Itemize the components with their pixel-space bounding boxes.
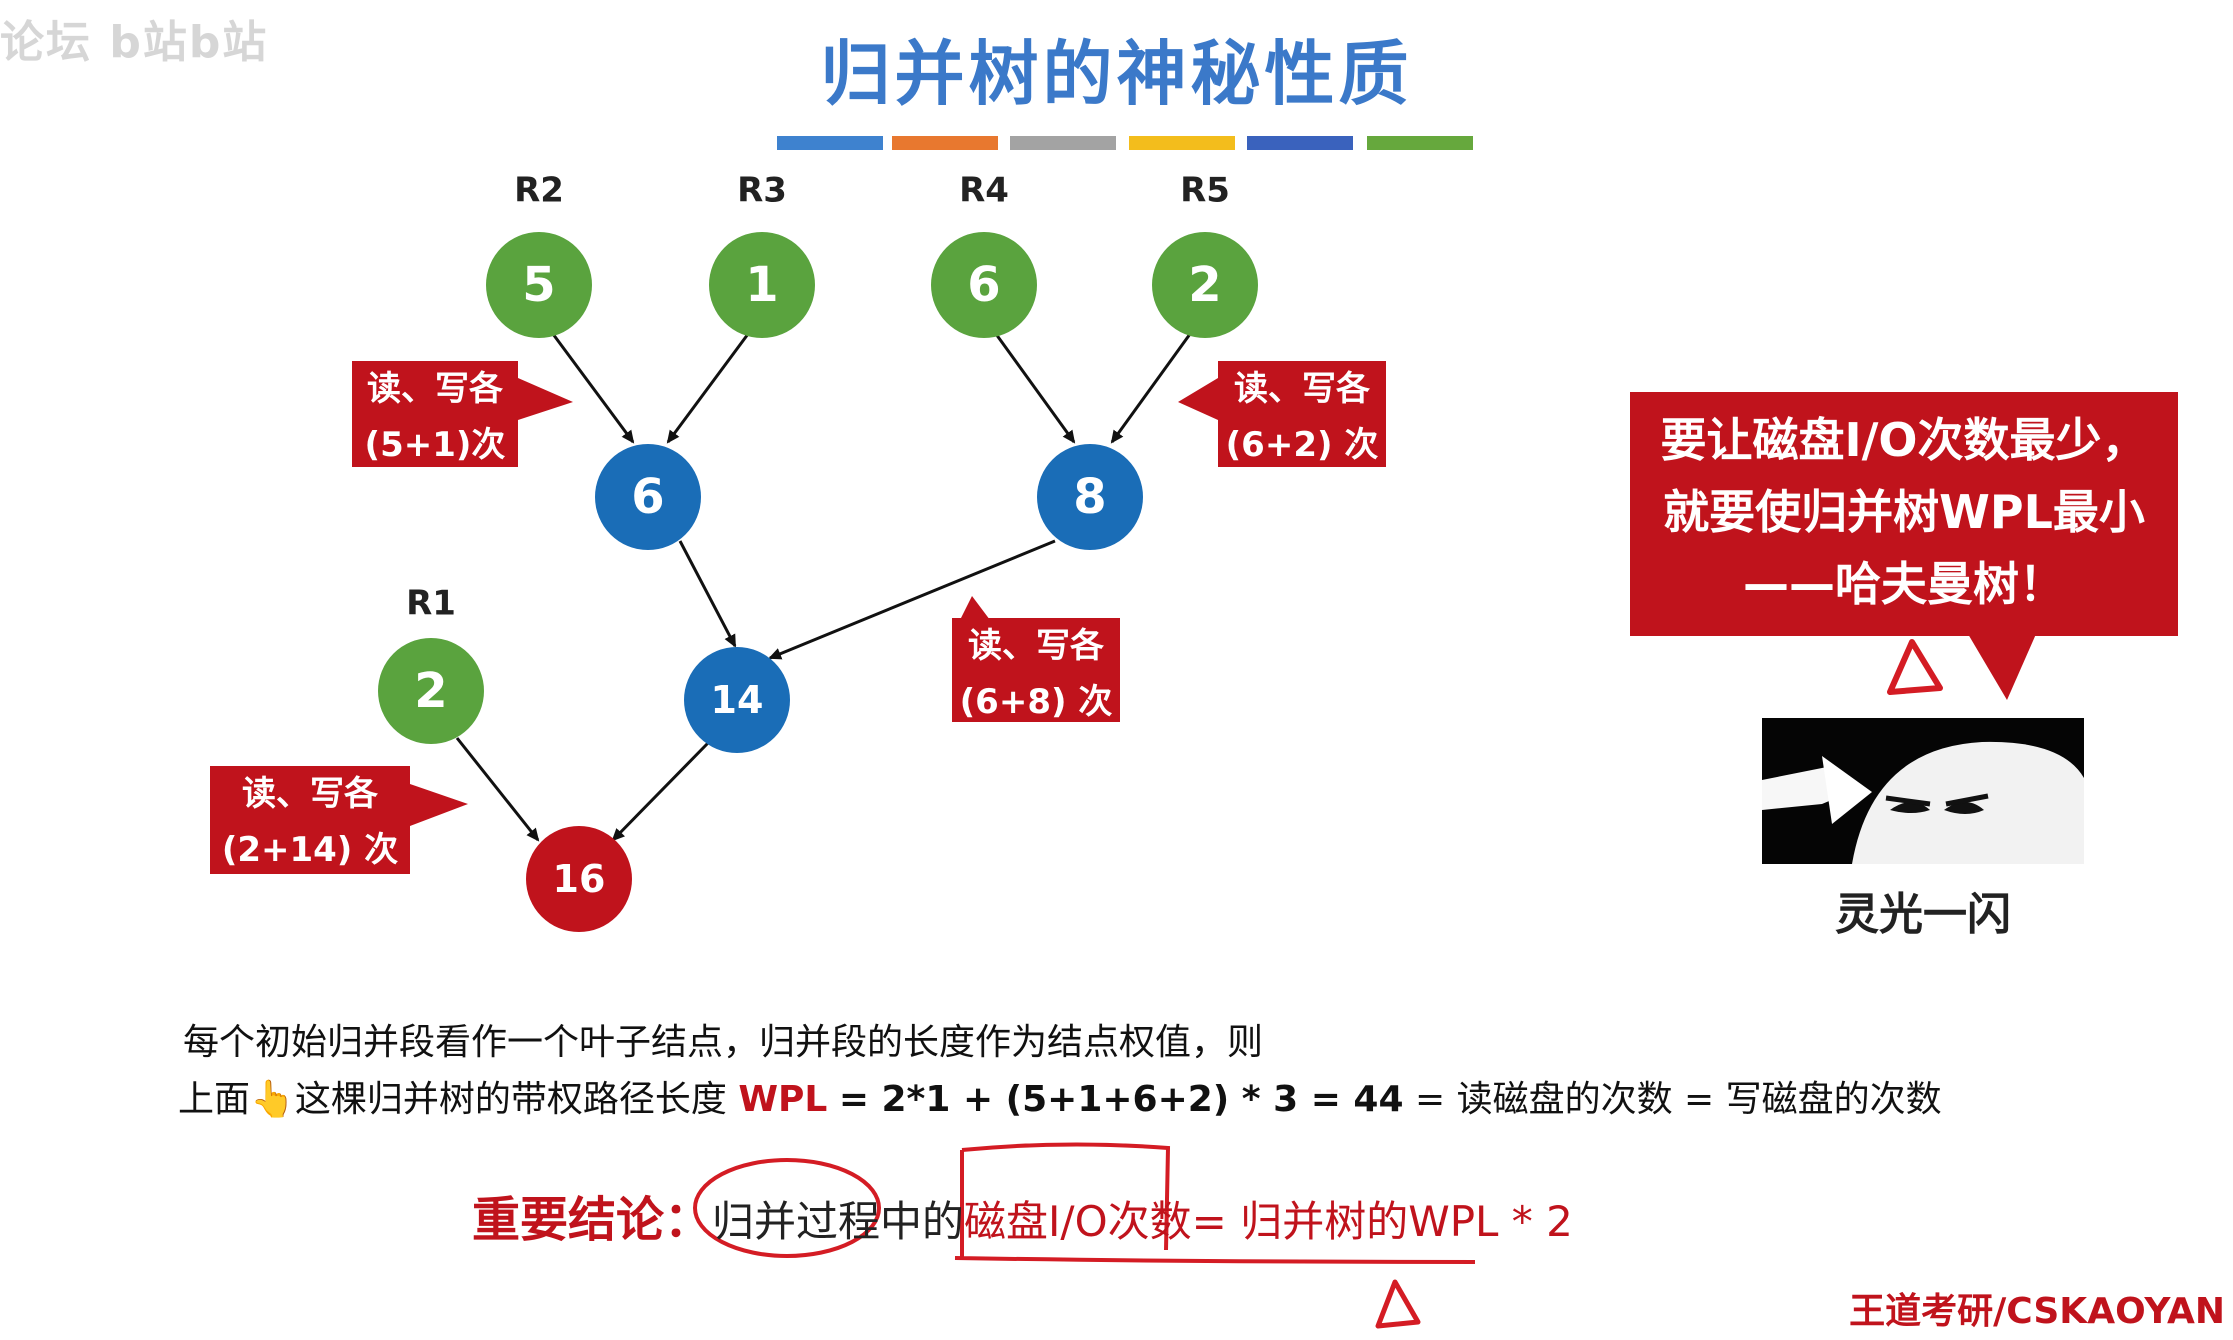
callout-c-pointer: [960, 596, 990, 620]
inspiration-caption: 灵光一闪: [1835, 889, 2011, 940]
huffman-callout-line3: ——哈夫曼树！: [1743, 557, 2065, 611]
hand-drawn-small-triangle-icon: [1375, 1279, 1421, 1329]
page-title: 归并树的神秘性质: [820, 33, 1413, 115]
callout-b-line1: 读、写各: [1234, 369, 1370, 409]
stripe-6: [1367, 136, 1473, 150]
callout-a: 读、写各 (5+1)次: [352, 361, 518, 467]
explanation-line-2: 上面👆这棵归并树的带权路径长度 WPL = 2*1 + (5+1+6+2) * …: [178, 1070, 1942, 1122]
edge-r2-merge-a: [551, 333, 635, 444]
leaf-node-r2: 5: [486, 232, 592, 338]
stripe-2: [892, 136, 998, 150]
edge-merge-c-root: [611, 741, 710, 842]
leaf-node-r1: 2: [378, 638, 484, 744]
explanation-tail: = 读磁盘的次数 = 写磁盘的次数: [1414, 1079, 1942, 1120]
conclusion-label: 重要结论: [472, 1192, 665, 1248]
stripe-1: [777, 136, 883, 150]
huffman-callout-line1: 要让磁盘I/O次数最少，: [1660, 413, 2148, 467]
internal-node-merge-a: 6: [595, 444, 701, 550]
callout-c-line2: (6+8) 次: [959, 682, 1113, 722]
edge-r4-merge-b: [994, 333, 1076, 444]
inspiration-image: [1762, 718, 2084, 864]
stripe-5: [1247, 136, 1353, 150]
huffman-callout-line2: 就要使归并树WPL最小: [1663, 485, 2145, 539]
callout-d-line1: 读、写各: [242, 774, 378, 814]
callout-c-line1: 读、写各: [968, 626, 1104, 666]
conclusion-colon: ：: [664, 1192, 713, 1248]
run-label-r5: R5: [1180, 171, 1230, 211]
edge-r1-root: [455, 737, 540, 842]
wpl-label: WPL: [738, 1079, 828, 1120]
edge-r5-merge-b: [1110, 333, 1192, 444]
internal-node-merge-c: 14: [684, 647, 790, 753]
internal-node-merge-a-value: 6: [631, 469, 664, 525]
footer-brand: 王道考研/CSKAOYAN: [1849, 1291, 2225, 1332]
leaf-node-r2-value: 5: [522, 257, 555, 313]
callout-a-pointer: [518, 378, 573, 420]
internal-node-merge-b: 8: [1037, 444, 1143, 550]
callout-a-line1: 读、写各: [367, 369, 503, 409]
callout-b-line2: (6+2) 次: [1225, 425, 1379, 465]
root-node-value: 16: [553, 857, 606, 901]
stripe-3: [1010, 136, 1116, 150]
edge-r3-merge-a: [666, 333, 750, 444]
edge-merge-a-merge-c: [678, 540, 737, 648]
callout-d-pointer: [410, 784, 468, 826]
run-label-r1: R1: [406, 584, 456, 624]
conclusion-part1: 归并过程中的: [712, 1197, 965, 1246]
huffman-callout: 要让磁盘I/O次数最少， 就要使归并树WPL最小 ——哈夫曼树！: [1630, 392, 2178, 636]
root-node: 16: [526, 826, 632, 932]
leaf-node-r3: 1: [709, 232, 815, 338]
callout-d-line2: (2+14) 次: [221, 830, 399, 870]
leaf-node-r5-value: 2: [1188, 257, 1221, 313]
leaf-node-r3-value: 1: [745, 257, 778, 313]
run-label-r3: R3: [737, 171, 787, 211]
callout-b: 读、写各 (6+2) 次: [1218, 361, 1386, 467]
conclusion-part2: 磁盘I/O次数: [964, 1197, 1192, 1246]
callout-c: 读、写各 (6+8) 次: [952, 618, 1120, 722]
explanation-prefix: 上面: [178, 1079, 251, 1120]
hand-drawn-triangle-icon: [1887, 639, 1943, 695]
title-color-stripes: [777, 136, 1477, 150]
run-label-r2: R2: [514, 171, 564, 211]
callout-b-pointer: [1178, 378, 1218, 420]
leaf-node-r1-value: 2: [414, 663, 447, 719]
big-callout-pointer: [1968, 634, 2036, 700]
leaf-node-r4: 6: [931, 232, 1037, 338]
stripe-4: [1129, 136, 1235, 150]
pointing-up-icon: 👆: [250, 1079, 295, 1120]
leaf-node-r4-value: 6: [967, 257, 1000, 313]
leaf-node-r5: 2: [1152, 232, 1258, 338]
run-label-r4: R4: [959, 171, 1009, 211]
inspiration-image-illustration: [1762, 718, 2084, 864]
callout-a-line2: (5+1)次: [364, 425, 506, 465]
hand-drawn-box-disk-io: [954, 1142, 1476, 1264]
internal-node-merge-b-value: 8: [1073, 469, 1106, 525]
watermark: 论坛 b站b站: [0, 17, 269, 68]
explanation-mid: 这棵归并树的带权路径长度: [294, 1079, 727, 1120]
wpl-equation: = 2*1 + (5+1+6+2) * 3 = 44: [838, 1079, 1404, 1120]
callout-d: 读、写各 (2+14) 次: [210, 766, 410, 874]
explanation-line-1: 每个初始归并段看作一个叶子结点，归并段的长度作为结点权值，则: [183, 1022, 1264, 1063]
edge-merge-b-merge-c: [768, 539, 1056, 660]
key-conclusion: 重要结论：归并过程中的磁盘I/O次数= 归并树的WPL * 2: [472, 1180, 1573, 1250]
internal-node-merge-c-value: 14: [711, 678, 764, 722]
conclusion-part3: = 归并树的WPL * 2: [1191, 1197, 1573, 1246]
hand-drawn-circle-merge-process: [693, 1158, 881, 1258]
